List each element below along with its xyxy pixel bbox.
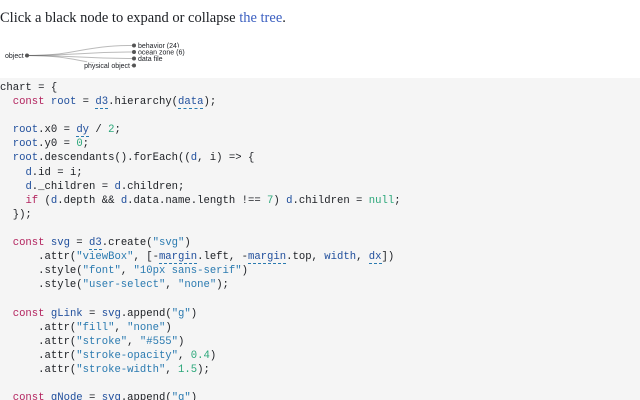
code-line: d._children = d.children; <box>25 180 185 193</box>
code-line: const svg = d3.create("svg") <box>12 237 191 251</box>
tree-link-data-file <box>26 55 135 59</box>
code-line: .attr("stroke-opacity", 0.4) <box>0 349 217 362</box>
tree-link[interactable]: the tree <box>239 10 283 26</box>
code-line <box>0 109 401 123</box>
tree-node-behavior[interactable]: behavior (24) <box>132 42 181 52</box>
tree-node-root[interactable]: object <box>4 52 29 62</box>
tree-node-data-file[interactable]: data file <box>132 55 164 65</box>
intro-text: Click a black node to expand or collapse… <box>0 9 640 27</box>
tree-node-physical-object[interactable]: physical object <box>83 62 136 72</box>
tree-node-data-file-label: data file <box>138 56 163 63</box>
code-line: root.descendants().forEach((d, i) => { <box>12 152 255 165</box>
tree-link-ocean-zone <box>26 51 135 56</box>
tree-node-physical-object-dot <box>132 63 136 68</box>
tree-node-ocean-zone-label: ocean zone (6) <box>138 50 185 57</box>
tree-links <box>26 45 135 66</box>
code-line: if (d.depth && d.data.name.length !== 7)… <box>25 194 401 207</box>
code-line: .attr("fill", "none") <box>0 321 172 334</box>
code-line: }); <box>0 208 32 221</box>
code-line: root.x0 = dy / 2; <box>12 124 121 138</box>
tree-node-behavior-dot <box>132 43 136 48</box>
tree-node-data-file-dot <box>132 56 136 61</box>
code-line: .attr("viewBox", [-margin.left, -margin.… <box>0 251 395 265</box>
code-line: root.y0 = 0; <box>12 138 90 151</box>
code-line: .style("font", "10px sans-serif") <box>0 265 248 278</box>
tree-node-root-label: object <box>5 53 24 60</box>
code-line: const gNode = svg.append("g") <box>12 392 198 400</box>
code-line: .attr("stroke-width", 1.5); <box>0 363 210 376</box>
code-line <box>0 292 401 306</box>
tree-link-behavior <box>26 45 135 56</box>
code-line: .attr("stroke", "#555") <box>0 335 185 348</box>
code-block: chart = { const root = d3.hierarchy(data… <box>0 81 401 400</box>
code-line <box>0 222 401 236</box>
collapsible-tree[interactable]: object behavior (24) ocean zone (6) data… <box>0 36 200 76</box>
tree-node-ocean-zone-dot <box>132 50 136 54</box>
tree-node-root-dot <box>25 53 29 58</box>
tree-node-ocean-zone[interactable]: ocean zone (6) <box>132 48 186 58</box>
code-line: const root = d3.hierarchy(data); <box>12 96 217 110</box>
code-line: d.id = i; <box>25 166 83 179</box>
code-line: .style("user-select", "none"); <box>0 279 229 292</box>
code-cell[interactable]: chart = { const root = d3.hierarchy(data… <box>0 78 640 400</box>
code-line: const gLink = svg.append("g") <box>12 307 198 320</box>
tree-link-physical-object <box>26 55 135 66</box>
intro-text-end: . <box>282 10 286 26</box>
tree-node-physical-object-label: physical object <box>84 63 130 70</box>
intro-text-start: Click a black node to expand or collapse <box>0 10 240 26</box>
code-line: chart = { <box>0 82 58 94</box>
code-line <box>0 377 401 391</box>
tree-node-behavior-label: behavior (24) <box>138 43 179 50</box>
